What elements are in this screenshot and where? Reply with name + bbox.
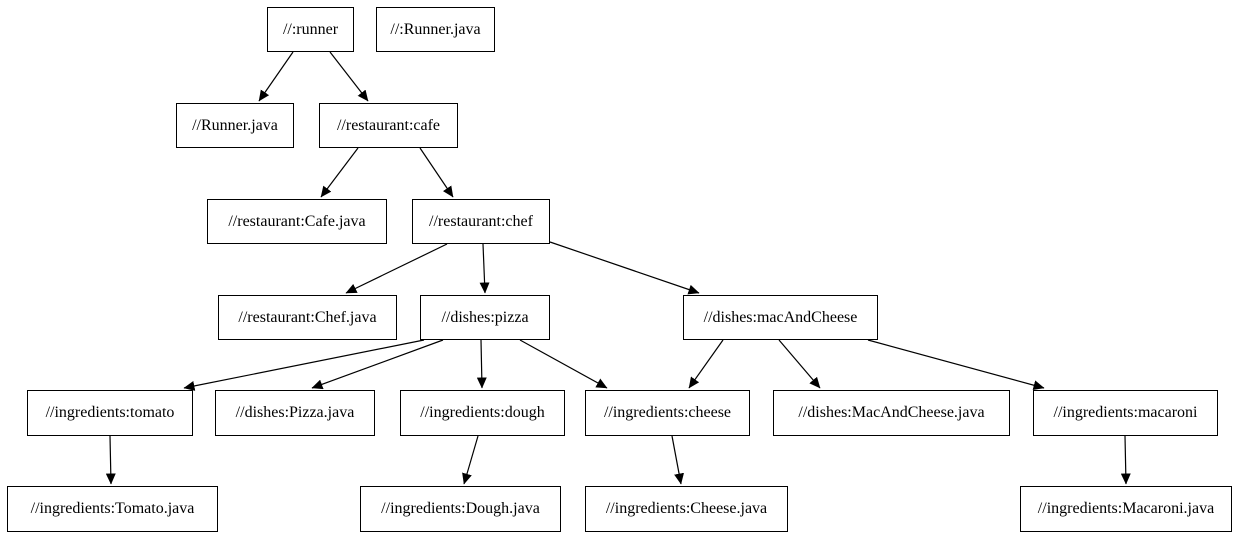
edge-tomato-to-tomato-java — [105, 435, 116, 485]
node-tomato: //ingredients:tomato — [27, 390, 193, 436]
node-tomato-java: //ingredients:Tomato.java — [7, 486, 218, 532]
node-dough: //ingredients:dough — [400, 390, 565, 436]
edge-chef-to-pizza — [479, 243, 490, 294]
edge-chef-to-chef-java — [345, 243, 448, 294]
edge-pizza-to-dough — [476, 339, 487, 389]
node-chef: //restaurant:chef — [412, 199, 550, 244]
node-runner-java-target: //:Runner.java — [376, 7, 495, 52]
edge-runner-to-cafe — [329, 51, 369, 102]
node-mac-and-cheese: //dishes:macAndCheese — [683, 295, 878, 340]
node-macaroni: //ingredients:macaroni — [1033, 390, 1218, 436]
edge-macaroni-to-macaroni-java — [1120, 435, 1131, 485]
node-pizza-java: //dishes:Pizza.java — [215, 390, 375, 436]
node-runner: //:runner — [267, 7, 354, 52]
edge-cafe-to-cafe-java — [320, 147, 359, 198]
node-chef-java: //restaurant:Chef.java — [218, 295, 397, 340]
node-cafe: //restaurant:cafe — [319, 103, 458, 148]
node-dough-java: //ingredients:Dough.java — [360, 486, 561, 532]
edge-runner-to-runner-java — [258, 51, 294, 102]
edge-mac-and-cheese-to-cheese — [688, 339, 724, 389]
edge-cheese-to-cheese-java — [671, 435, 684, 485]
edge-pizza-to-cheese — [519, 339, 608, 389]
node-runner-java: //Runner.java — [176, 103, 294, 148]
node-cheese-java: //ingredients:Cheese.java — [585, 486, 788, 532]
edge-pizza-to-tomato — [183, 339, 425, 391]
node-cheese: //ingredients:cheese — [585, 390, 750, 436]
edge-pizza-to-pizza-java — [311, 339, 444, 390]
edge-mac-and-cheese-to-mac-and-cheese-java — [778, 339, 821, 389]
node-macaroni-java: //ingredients:Macaroni.java — [1020, 486, 1232, 532]
node-pizza: //dishes:pizza — [420, 295, 550, 340]
node-mac-and-cheese-java: //dishes:MacAndCheese.java — [773, 390, 1010, 436]
edge-mac-and-cheese-to-macaroni — [867, 339, 1045, 391]
edge-chef-to-mac-and-cheese — [549, 241, 700, 295]
edge-dough-to-dough-java — [462, 435, 479, 485]
edge-cafe-to-chef — [419, 147, 454, 198]
node-cafe-java: //restaurant:Cafe.java — [207, 199, 387, 244]
